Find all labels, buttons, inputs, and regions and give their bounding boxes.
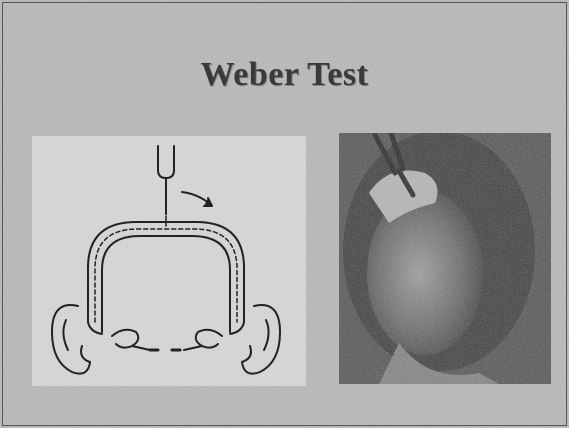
slide-title: Weber Test xyxy=(0,56,569,94)
weber-diagram xyxy=(32,136,306,386)
tuning-fork-on-head-photo-icon xyxy=(339,133,551,384)
tuning-fork-skull-diagram-icon xyxy=(32,136,306,386)
weber-photo xyxy=(339,133,551,384)
